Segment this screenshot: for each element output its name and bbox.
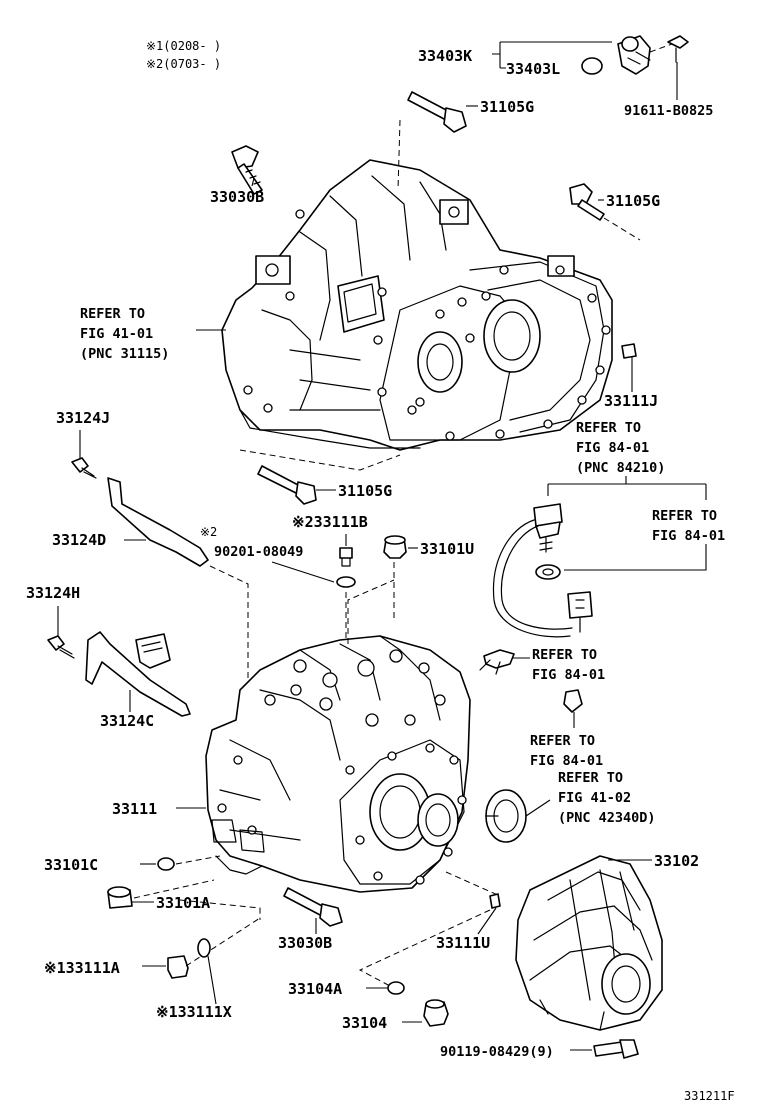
label-33111U: 33111U: [436, 934, 490, 952]
pin-33111J: 33111J: [604, 343, 658, 410]
connector-clip: [563, 689, 583, 728]
refer-fig-84-01-d: REFER TO FIG 84-01: [530, 733, 603, 769]
wire-clamp: [479, 649, 530, 675]
ref-6-line-3: (PNC 42340D): [558, 810, 656, 826]
bolt-33030B-top: 33030B: [210, 145, 264, 206]
refer-fig-84-01-pnc-84210: REFER TO FIG 84-01 (PNC 84210): [547, 420, 707, 500]
sleeve-33403K: [617, 35, 651, 75]
label-33101U: 33101U: [420, 540, 474, 558]
bolt-31105G-mid: 31105G: [257, 465, 392, 505]
ref-3-line-1: REFER TO: [652, 508, 717, 524]
label-33111J: 33111J: [604, 392, 658, 410]
plug-33101A: 33101A: [107, 886, 210, 912]
label-33104A: 33104A: [288, 980, 342, 998]
extension-housing-33102: 33102: [515, 852, 699, 1031]
ref-1-line-1: REFER TO: [80, 306, 145, 322]
gasket-33101C: 33101C: [44, 856, 175, 874]
label-31105G-mid: 31105G: [338, 482, 392, 500]
ref-5-line-1: REFER TO: [530, 733, 595, 749]
washer-90201-08049: 90201-08049: [214, 544, 356, 588]
ref-2-line-1: REFER TO: [576, 420, 641, 436]
plug-33111A: ※133111A: [44, 955, 189, 979]
label-33030B-bottom: 33030B: [278, 934, 332, 952]
label-33101A: 33101A: [156, 894, 210, 912]
label-33111A: ※133111A: [44, 959, 120, 977]
ref-5-line-2: FIG 84-01: [530, 753, 603, 769]
transmission-case-33111: [205, 635, 471, 893]
label-91611-B0825: 91611-B0825: [624, 103, 713, 119]
gasket-33104A: 33104A: [288, 980, 405, 998]
oil-seal: [485, 789, 551, 843]
lever-33124C: 33124C: [85, 631, 191, 730]
bolt-33124H: 33124H: [26, 584, 80, 659]
label-33124H: 33124H: [26, 584, 80, 602]
range-notes: ※1(0208- ) ※2(0703- ): [146, 39, 221, 71]
ref-2-line-3: (PNC 84210): [576, 460, 665, 476]
label-33111X: ※133111X: [156, 1003, 232, 1021]
ref-4-line-1: REFER TO: [532, 647, 597, 663]
label-33030B-top: 33030B: [210, 188, 264, 206]
label-33403L: 33403L: [506, 60, 560, 78]
o-ring-33403L: [581, 57, 603, 75]
transaxle-housing-upper: [221, 159, 613, 451]
label-33101C: 33101C: [44, 856, 98, 874]
label-33403K: 33403K: [418, 47, 472, 65]
refer-fig-41-01-pnc-31115: REFER TO FIG 41-01 (PNC 31115): [80, 306, 226, 362]
speedometer-sleeve-group: 33403K 33403L 91611-B0825: [418, 35, 713, 119]
gasket-33111X: ※133111X: [156, 938, 232, 1021]
bolt-31105G-top: 31105G: [407, 91, 534, 133]
label-33124C: 33124C: [100, 712, 154, 730]
refer-fig-41-02-pnc-42340D: REFER TO FIG 41-02 (PNC 42340D): [558, 770, 656, 826]
bolt-31105G-right: 31105G: [569, 183, 660, 241]
ref-6-line-2: FIG 41-02: [558, 790, 631, 806]
label-33111B: ※233111B: [292, 513, 368, 531]
refer-fig-84-01-b: REFER TO FIG 84-01: [564, 508, 725, 571]
label-33124D: 33124D: [52, 531, 106, 549]
mark-2: ※2: [200, 525, 217, 539]
pin-33111U: 33111U: [436, 893, 501, 952]
label-90201-08049: 90201-08049: [214, 544, 303, 560]
rod-33124D: 33124D: [52, 477, 209, 567]
refer-fig-84-01-c: REFER TO FIG 84-01: [532, 647, 605, 683]
plug-33101U: 33101U: [383, 535, 474, 559]
bolt-91611-B0825: [667, 35, 689, 63]
label-33124J: 33124J: [56, 409, 110, 427]
ref-1-line-2: FIG 41-01: [80, 326, 153, 342]
ref-2-line-2: FIG 84-01: [576, 440, 649, 456]
label-90119-08429: 90119-08429(9): [440, 1044, 554, 1060]
bolt-90119-08429: 90119-08429(9): [440, 1039, 639, 1060]
bolt-33124J: 33124J: [56, 409, 110, 479]
plug-33104: 33104: [342, 999, 449, 1032]
figure-code: 331211F: [684, 1089, 735, 1103]
ref-3-line-2: FIG 84-01: [652, 528, 725, 544]
plug-33111B: ※233111B: [292, 513, 368, 567]
label-31105G-right: 31105G: [606, 192, 660, 210]
label-33102: 33102: [654, 852, 699, 870]
ref-1-line-3: (PNC 31115): [80, 346, 169, 362]
label-33111: 33111: [112, 800, 157, 818]
label-31105G-top: 31105G: [480, 98, 534, 116]
bolt-33030B-bottom: 33030B: [278, 887, 343, 952]
note-2: ※2(0703- ): [146, 57, 221, 71]
label-33104: 33104: [342, 1014, 387, 1032]
ref-4-line-2: FIG 84-01: [532, 667, 605, 683]
ref-6-line-1: REFER TO: [558, 770, 623, 786]
backup-light-switch: [492, 503, 593, 638]
note-1: ※1(0208- ): [146, 39, 221, 53]
